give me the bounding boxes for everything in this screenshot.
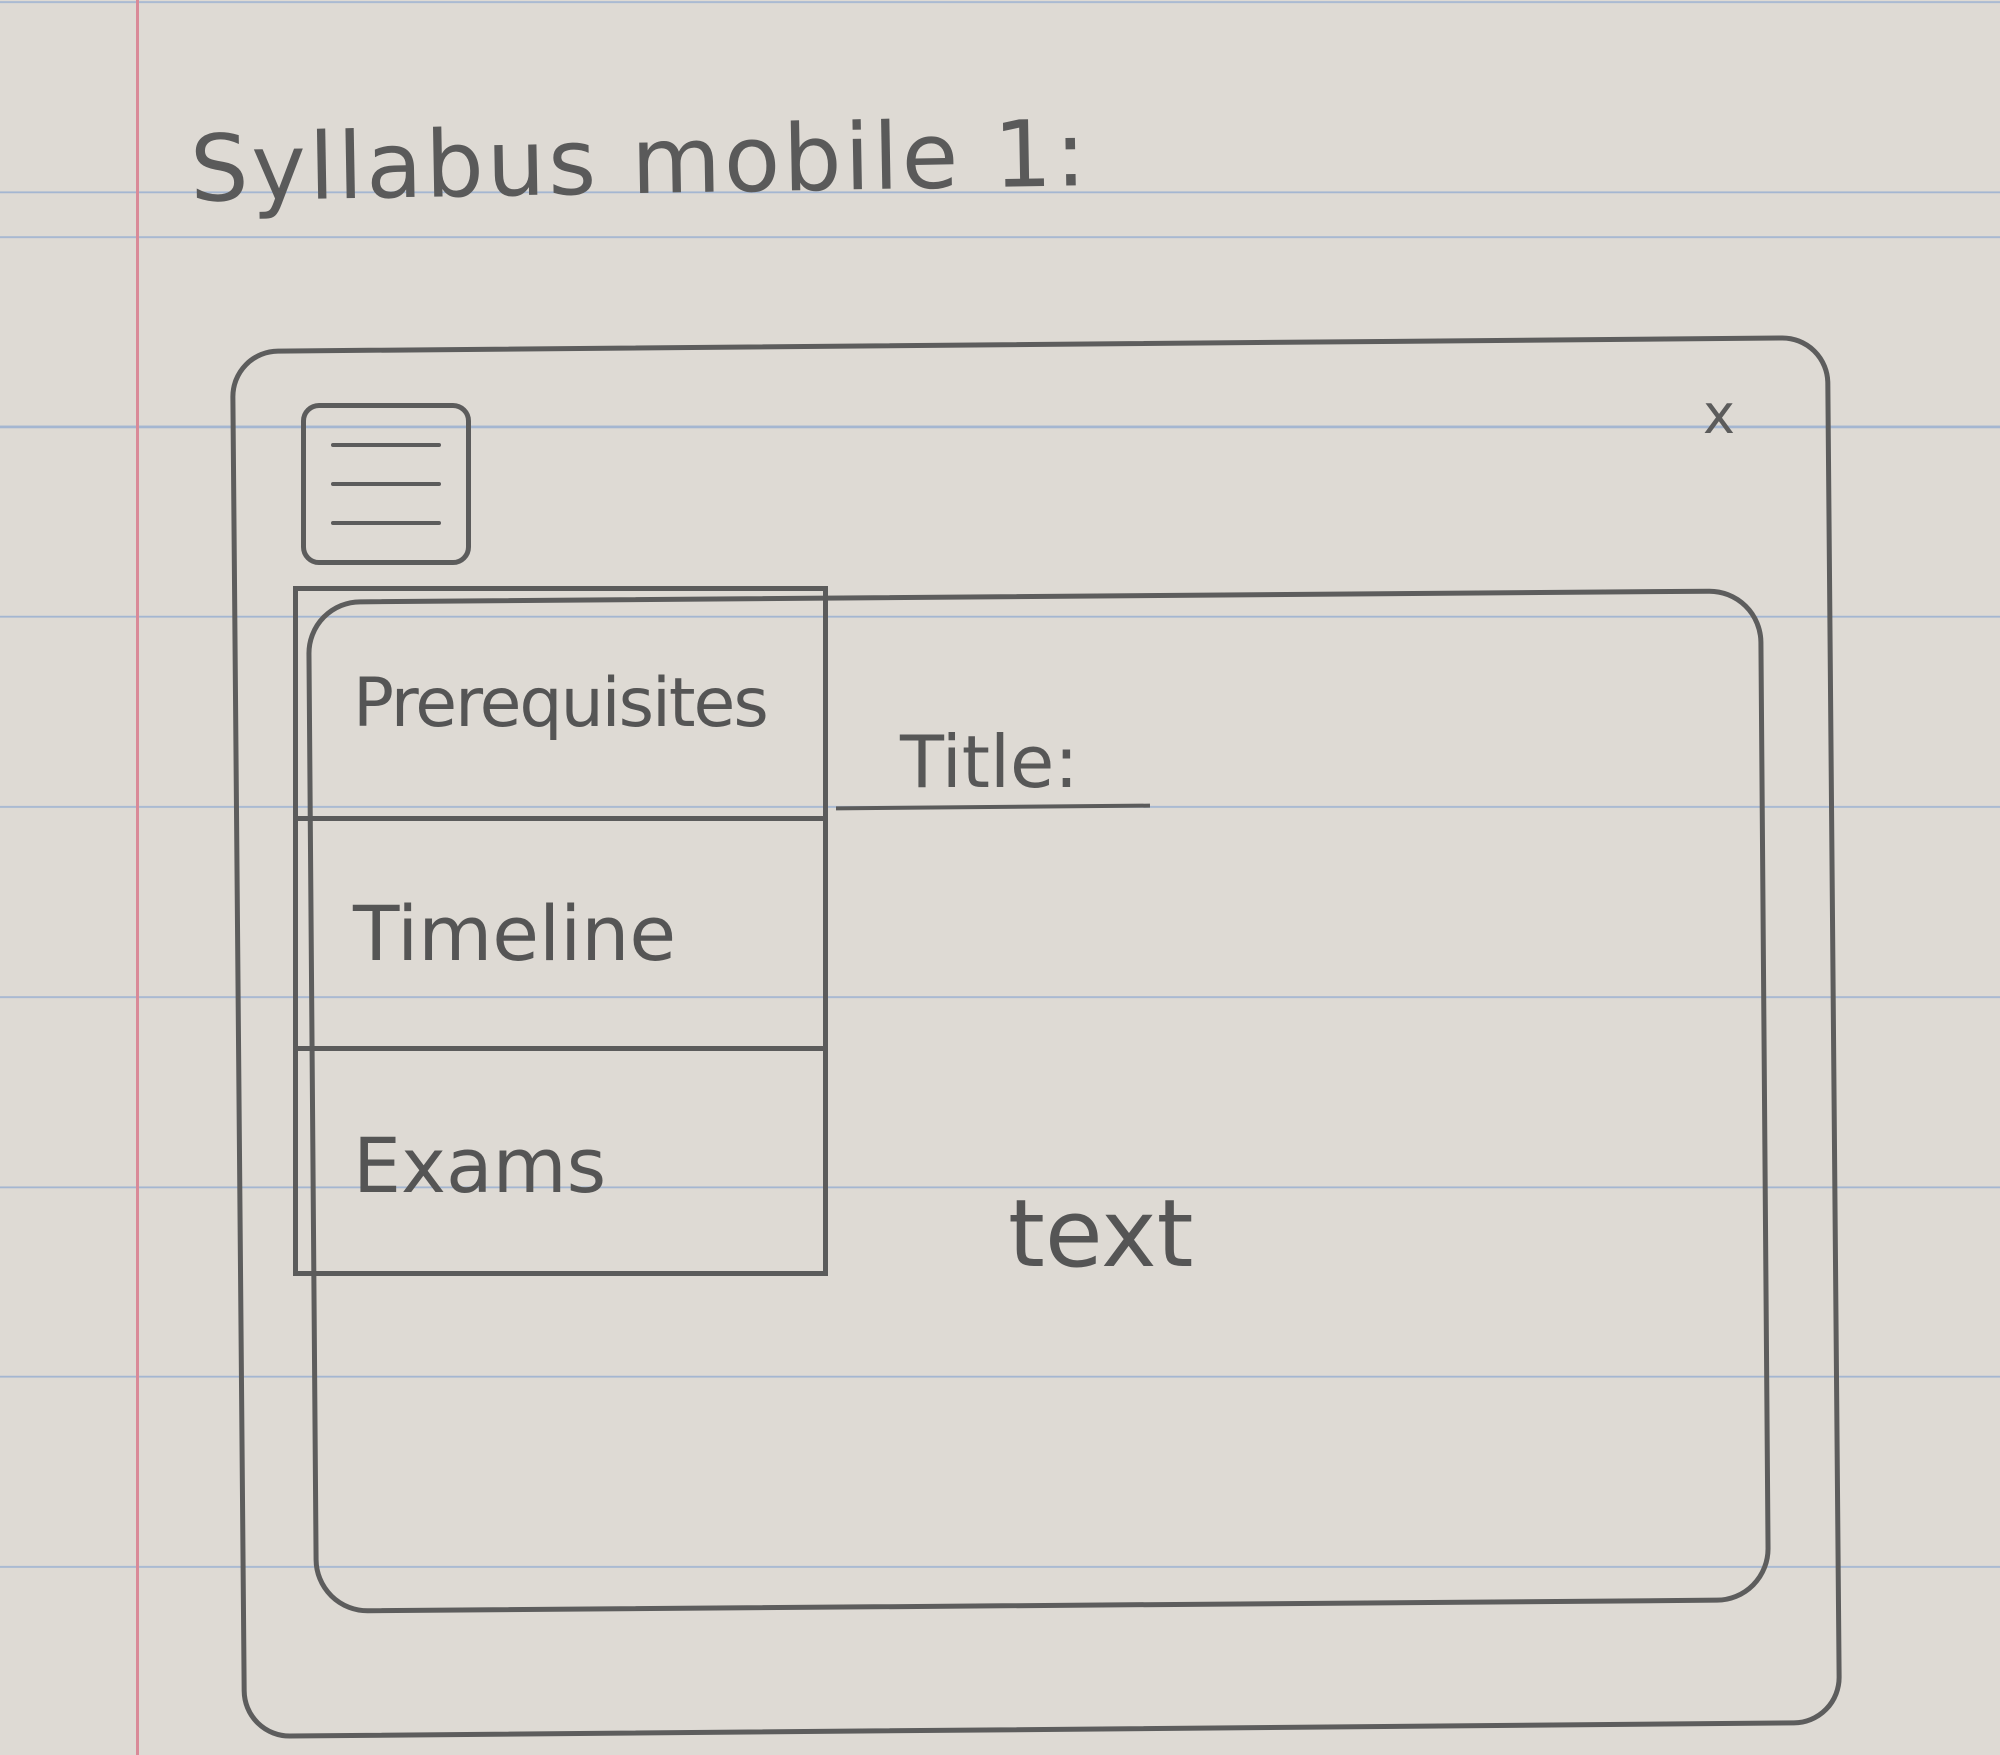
- close-icon[interactable]: x: [1703, 383, 1735, 446]
- nav-item-label: Prerequisites: [353, 663, 769, 743]
- nav-item-exams[interactable]: Exams: [298, 1051, 823, 1281]
- content-body-text: text: [1008, 1180, 1194, 1289]
- nav-item-label: Timeline: [353, 888, 677, 978]
- hamburger-bar: [331, 443, 441, 447]
- hamburger-bar: [331, 482, 441, 486]
- hamburger-icon: [331, 443, 441, 525]
- menu-toggle-button[interactable]: [301, 403, 471, 565]
- nav-menu: Prerequisites Timeline Exams: [293, 586, 828, 1276]
- nav-item-prerequisites[interactable]: Prerequisites: [298, 591, 823, 821]
- content-title-label: Title:: [900, 720, 1079, 804]
- nav-item-timeline[interactable]: Timeline: [298, 821, 823, 1051]
- sketch-heading: Syllabus mobile 1:: [189, 100, 1090, 223]
- nav-item-label: Exams: [353, 1121, 607, 1210]
- hamburger-bar: [331, 521, 441, 525]
